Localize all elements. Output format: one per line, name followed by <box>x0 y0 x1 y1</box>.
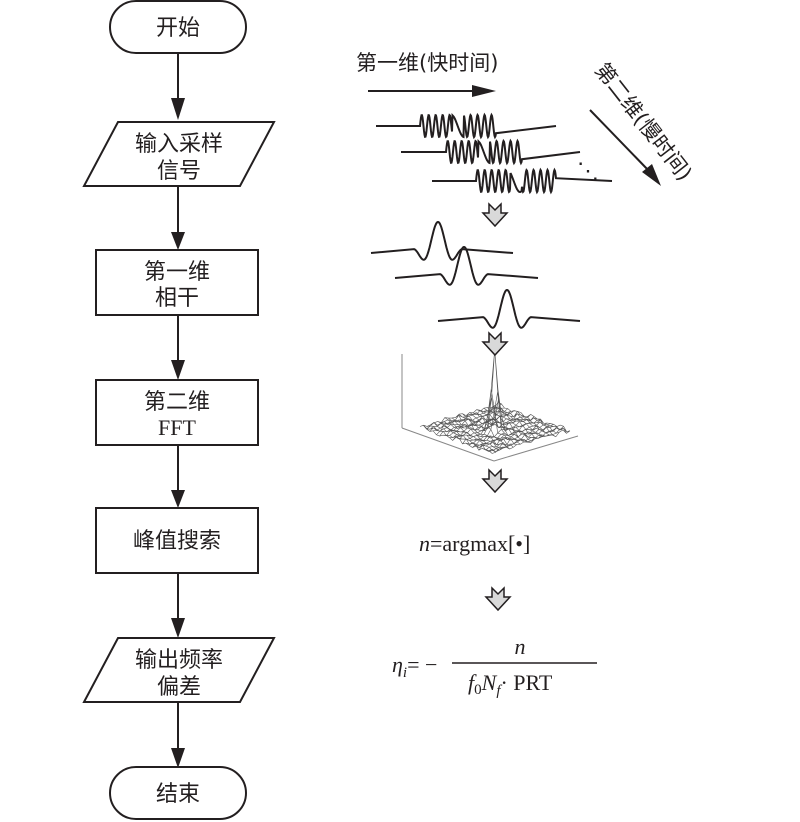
formula-lhs: ηi= − <box>392 652 437 681</box>
raw-signals <box>376 112 613 195</box>
arrowhead <box>171 360 185 380</box>
den-N-sub: f <box>496 683 502 699</box>
block-arrows <box>481 202 512 612</box>
peak-search-box <box>95 507 259 574</box>
eta-subscript: i <box>403 665 407 681</box>
surface-mesh <box>419 349 571 454</box>
den-f-sub: 0 <box>474 682 482 698</box>
output-parallelogram <box>82 637 276 703</box>
end-label: 结束 <box>156 782 200 807</box>
coherent-label-line2: 相干 <box>155 286 199 311</box>
argmax-var: n <box>419 531 430 556</box>
signal-trace <box>376 112 557 140</box>
down-block-arrow-icon <box>484 586 512 612</box>
input-label-line1: 输入采样 <box>135 132 223 157</box>
signal-trace <box>401 138 581 166</box>
compressed-pulses <box>370 220 581 329</box>
fast-time-label: 第一维(快时间) <box>356 51 498 75</box>
start-label: 开始 <box>156 16 200 41</box>
peak-label: 峰值搜索 <box>133 529 221 554</box>
denominator: f0Nf· PRT <box>468 670 553 699</box>
argmax-rest: =argmax[•] <box>430 531 530 556</box>
signal-trace <box>432 167 613 195</box>
output-label-line2: 偏差 <box>157 675 201 700</box>
flowchart <box>82 0 276 820</box>
ellipsis: ⋱ <box>577 158 599 183</box>
output-label-line1: 输出频率 <box>135 648 223 673</box>
eta-symbol: η <box>392 652 403 677</box>
den-f: f <box>468 670 477 695</box>
coherent-label-line1: 第一维 <box>144 260 210 285</box>
end-terminator <box>109 766 247 820</box>
down-block-arrow-icon <box>481 468 509 494</box>
axis-line <box>401 427 495 462</box>
input-parallelogram <box>82 121 276 187</box>
frequency-formula: ηi= − n f0Nf· PRT <box>392 634 597 699</box>
fast-time-arrow <box>368 85 496 97</box>
arrowhead <box>171 748 185 768</box>
equals-minus: = − <box>407 652 437 677</box>
pulse-trace <box>437 288 581 329</box>
fft-surface-plot <box>401 349 579 462</box>
arrowhead <box>171 98 185 120</box>
den-rest: · PRT <box>500 670 552 695</box>
arrowhead <box>171 232 185 250</box>
input-label-line2: 信号 <box>157 159 201 184</box>
down-block-arrow-icon <box>481 331 509 357</box>
slow-time-arrow <box>589 109 661 186</box>
den-N: N <box>481 670 498 695</box>
argmax-formula: n=argmax[•] <box>419 531 530 556</box>
fft-label-line2: FFT <box>158 415 196 440</box>
numerator: n <box>515 634 526 659</box>
flowchart-labels: 开始 输入采样 信号 第一维 相干 第二维 FFT 峰值搜索 输出频率 偏差 结… <box>133 16 223 807</box>
fft-label-line1: 第二维 <box>144 390 210 415</box>
arrowhead <box>171 618 185 638</box>
arrowhead <box>171 490 185 508</box>
pulse-trace <box>394 245 539 286</box>
down-block-arrow-icon <box>481 202 509 228</box>
axis-line <box>493 435 579 462</box>
pulse-trace <box>370 220 514 261</box>
